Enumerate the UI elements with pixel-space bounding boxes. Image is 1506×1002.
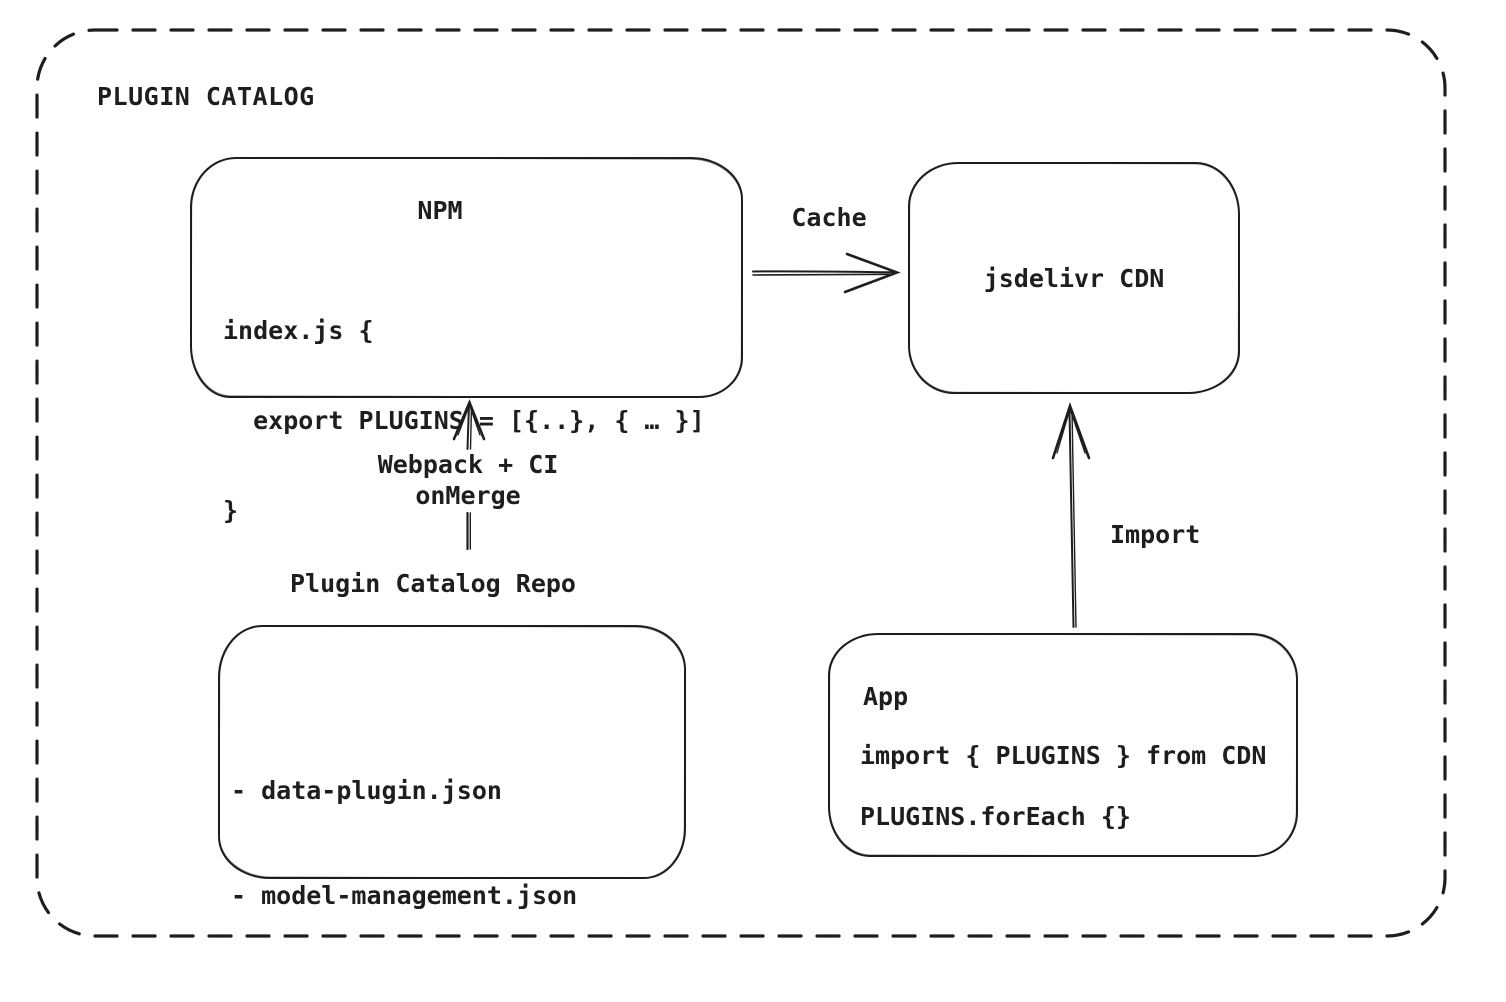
code-line: import { PLUGINS } from CDN	[860, 741, 1267, 770]
npm-box-title: NPM	[417, 196, 463, 225]
repo-file-item: - model-management.json	[231, 881, 578, 910]
repo-file-list: - data-plugin.json - model-management.js…	[231, 703, 577, 1002]
repo-file-item: …	[231, 986, 247, 1002]
npm-code-block: index.js { export PLUGINS = [{..}, { … }…	[223, 256, 705, 586]
cache-edge-label: Cache	[791, 203, 867, 232]
cdn-box-title: jsdelivr CDN	[983, 264, 1165, 293]
frame-title: PLUGIN CATALOG	[97, 82, 315, 111]
code-line: PLUGINS.forEach {}	[860, 802, 1131, 831]
app-box-title: App	[863, 682, 909, 711]
repo-file-item: - data-plugin.json	[231, 776, 502, 805]
code-line: index.js {	[223, 316, 374, 345]
import-edge-label: Import	[1110, 520, 1201, 549]
build-edge-label: Webpack + CI onMerge	[377, 450, 559, 510]
cache-arrow	[752, 252, 901, 294]
import-arrow	[1051, 402, 1091, 628]
repo-label: Plugin Catalog Repo	[290, 569, 576, 598]
code-line: export PLUGINS = [{..}, { … }]	[223, 406, 705, 435]
